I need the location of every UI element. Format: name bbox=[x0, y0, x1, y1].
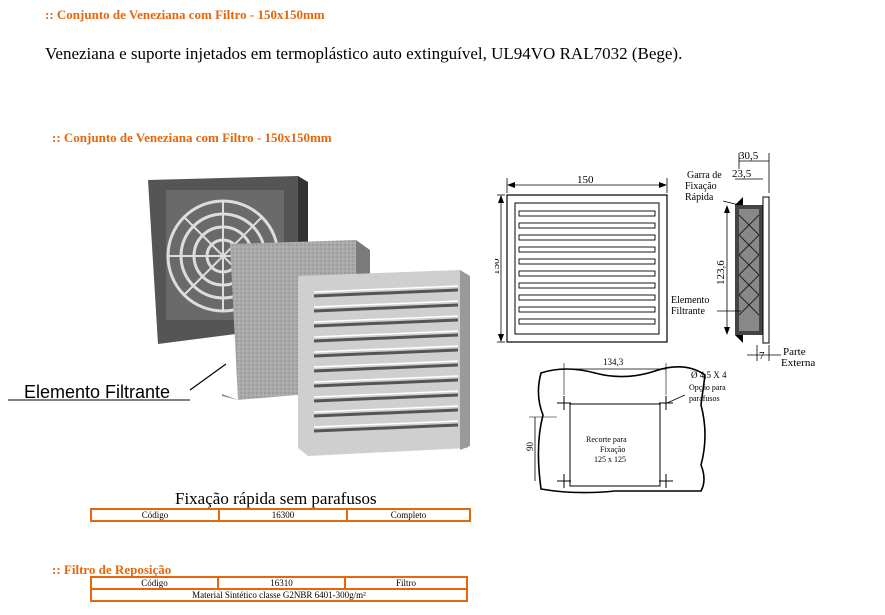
parte-label-2: Externa bbox=[781, 357, 815, 369]
hole-note-2: Opção para bbox=[689, 383, 726, 392]
parte-label-1: Parte bbox=[783, 346, 806, 358]
replacement-section-title: :: Filtro de Reposição bbox=[52, 562, 172, 577]
recorte-label-3: 125 x 125 bbox=[594, 455, 626, 464]
dim-134-3: 134,3 bbox=[603, 357, 624, 367]
technical-drawing: 150 150 30,5 23,5 Garra de Fixação bbox=[495, 150, 815, 494]
image-caption: Fixação rápida sem parafusos bbox=[175, 489, 377, 508]
garra-label-1: Garra de bbox=[687, 170, 722, 181]
hole-note-3: parafusos bbox=[689, 394, 720, 403]
label-pointer bbox=[189, 363, 227, 391]
table-cell-material: Material Sintético classe G2NBR 6401-300… bbox=[90, 588, 468, 602]
photo-label: Elemento Filtrante bbox=[24, 382, 170, 402]
table-row: Material Sintético classe G2NBR 6401-300… bbox=[90, 588, 468, 602]
louvre-front bbox=[298, 270, 470, 456]
table-row: Código 16300 Completo bbox=[90, 508, 471, 522]
hole-note-1: Ø 4,5 X 4 bbox=[691, 370, 727, 380]
product-photo: Elemento Filtrante bbox=[8, 176, 470, 456]
spec-table-replacement: Código 16310 Filtro Material Sintético c… bbox=[90, 576, 468, 602]
dim-150-top: 150 bbox=[577, 174, 594, 186]
front-view bbox=[506, 194, 668, 343]
garra-label-3: Rápida bbox=[685, 192, 714, 203]
table-cell-code: 16300 bbox=[218, 508, 348, 522]
dim-30-5: 30,5 bbox=[739, 150, 759, 162]
product-description: Veneziana e suporte injetados em termopl… bbox=[45, 44, 683, 63]
garra-label-2: Fixação bbox=[685, 181, 717, 192]
image-section-title: :: Conjunto de Veneziana com Filtro - 15… bbox=[52, 130, 332, 145]
recorte-label-2: Fixação bbox=[600, 445, 625, 454]
elemento-label-2: Filtrante bbox=[671, 306, 705, 317]
table-cell-label: Código bbox=[90, 576, 219, 590]
section-title-top: :: Conjunto de Veneziana com Filtro - 15… bbox=[45, 7, 325, 22]
spec-table-complete: Código 16300 Completo bbox=[90, 508, 471, 522]
elemento-label-1: Elemento bbox=[671, 295, 709, 306]
table-cell-type: Completo bbox=[346, 508, 471, 522]
side-profile bbox=[735, 196, 770, 344]
table-row: Código 16310 Filtro bbox=[90, 576, 468, 590]
cutout-view bbox=[537, 366, 706, 494]
table-cell-code: 16310 bbox=[217, 576, 346, 590]
recorte-label-1: Recorte para bbox=[586, 435, 627, 444]
dim-150-side: 150 bbox=[495, 258, 502, 275]
dim-23-5: 23,5 bbox=[732, 168, 752, 180]
table-cell-label: Código bbox=[90, 508, 220, 522]
dim-7: 7 bbox=[759, 350, 765, 362]
dim-90: 90 bbox=[525, 442, 535, 452]
table-cell-type: Filtro bbox=[344, 576, 468, 590]
dim-123-6: 123,6 bbox=[715, 260, 727, 285]
